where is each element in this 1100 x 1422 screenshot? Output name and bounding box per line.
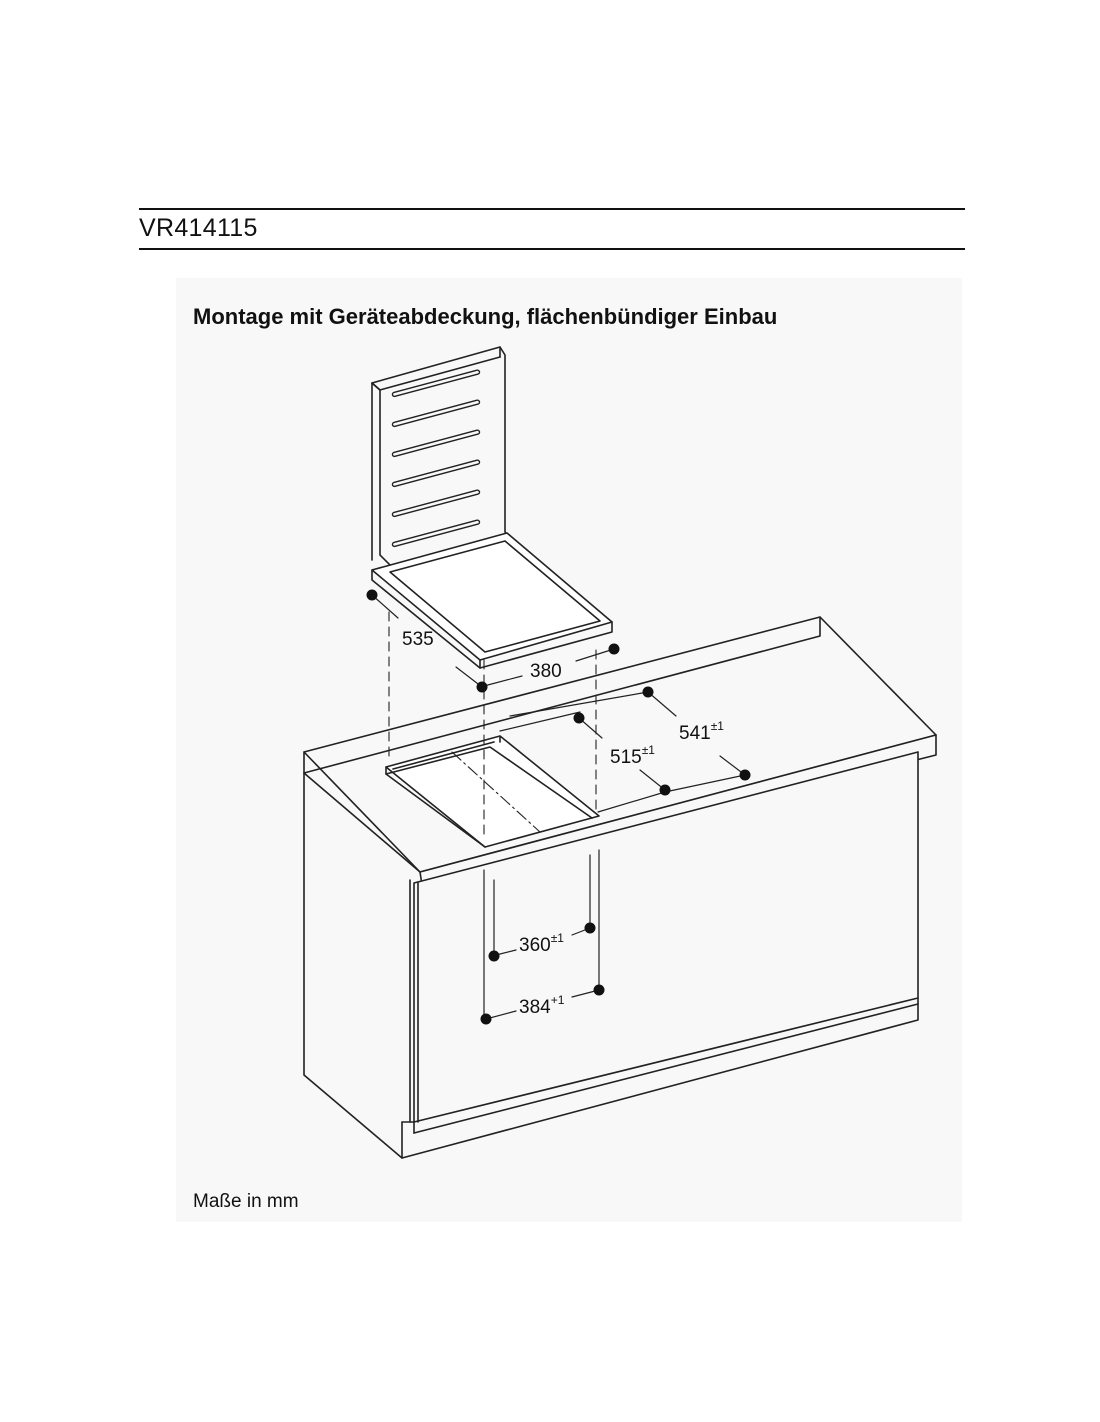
cabinet (303, 616, 937, 1159)
dimension-541: 541±1 (679, 719, 724, 744)
units-note: Maße in mm (193, 1191, 299, 1212)
header-rule-bottom (139, 248, 965, 250)
lid-slots (391, 369, 481, 548)
cabinet-plinth (401, 997, 919, 1159)
dimension-535: 535 (402, 629, 434, 650)
diagram-title: Montage mit Geräteabdeckung, flächenbünd… (193, 304, 778, 329)
header-rule-top (139, 208, 965, 210)
dimension-380: 380 (530, 661, 562, 682)
dimension-515: 515±1 (610, 743, 655, 768)
model-number: VR414115 (139, 214, 258, 242)
dimension-360: 360±1 (519, 931, 564, 956)
worktop-upstand (303, 616, 821, 774)
worktop-cutout (385, 735, 600, 848)
dimension-dots (366, 589, 751, 1025)
dimension-lines (371, 594, 746, 1021)
dimension-labels: 535 380 541±1 515±1 360±1 384+1 (402, 629, 724, 1018)
cabinet-side-panel (303, 772, 403, 1159)
appliance-with-lid (371, 346, 613, 669)
dimension-384: 384+1 (519, 993, 565, 1018)
